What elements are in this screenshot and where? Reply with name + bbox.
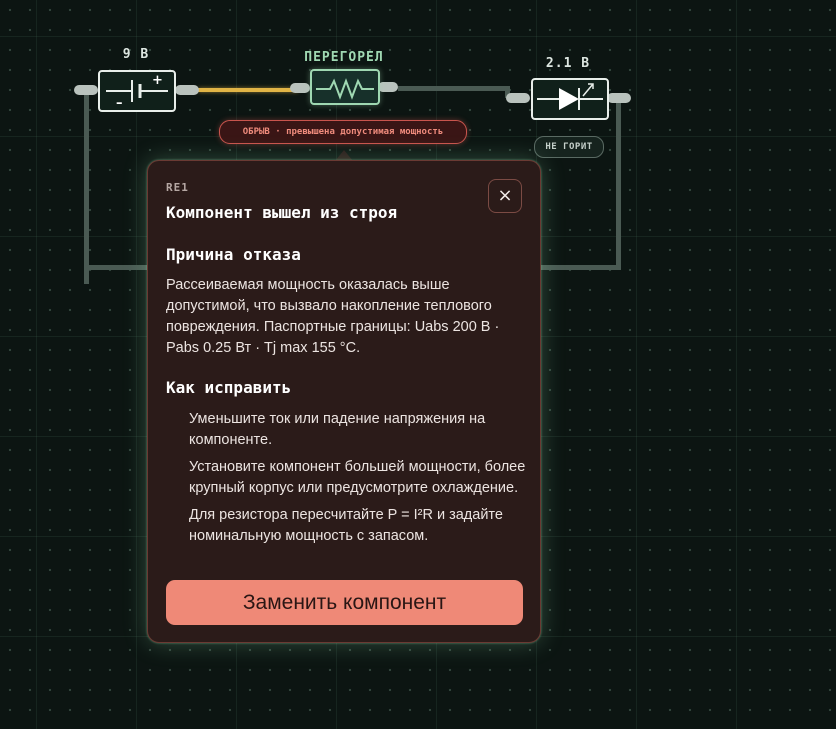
led-component[interactable]: [531, 78, 609, 120]
led-voltage-label: 2.1 В: [545, 56, 591, 71]
resistor-status-label: ПЕРЕГОРЕЛ: [304, 50, 384, 65]
resistor-component[interactable]: [310, 69, 380, 105]
popup-pointer: [335, 150, 353, 161]
wire-bottom-left: [84, 265, 150, 270]
battery-pin-left[interactable]: [74, 85, 98, 95]
fix-item: Уменьшите ток или падение напряжения на …: [189, 411, 486, 448]
wire-battery-resistor[interactable]: [198, 88, 298, 92]
svg-text:+: +: [152, 73, 163, 88]
fault-details-popup: RE1 Компонент вышел из строя × Причина о…: [147, 160, 541, 643]
svg-text:–: –: [116, 96, 123, 110]
resistor-icon: [316, 78, 374, 100]
led-icon: [537, 83, 603, 110]
component-ref: RE1: [166, 181, 189, 194]
battery-icon: + –: [106, 73, 168, 110]
close-button[interactable]: ×: [488, 179, 522, 213]
fix-heading: Как исправить: [166, 378, 292, 397]
battery-component[interactable]: + –: [98, 70, 176, 112]
fix-list: Уменьшите ток или падение напряжения на …: [189, 409, 529, 553]
wire-right-vertical: [616, 98, 621, 270]
close-icon: ×: [497, 185, 513, 206]
fault-banner: ОБРЫВ · превышена допустимая мощность: [219, 120, 467, 144]
cause-text: Рассеиваемая мощность оказалась выше доп…: [166, 277, 500, 356]
resistor-pin-left[interactable]: [290, 83, 310, 93]
wire-bottom-right: [540, 265, 621, 270]
wire-resistor-led[interactable]: [398, 86, 510, 91]
fix-item: Для резистора пересчитайте P = I²R и зад…: [189, 507, 503, 544]
battery-pin-right[interactable]: [175, 85, 199, 95]
led-pin-left[interactable]: [506, 93, 530, 103]
resistor-pin-right[interactable]: [378, 82, 398, 92]
battery-voltage-label: 9 В: [122, 47, 150, 62]
wire-left-vertical: [84, 90, 89, 284]
fix-item: Установите компонент большей мощности, б…: [189, 459, 526, 496]
replace-component-button[interactable]: Заменить компонент: [166, 580, 523, 625]
wire-led-down: [505, 86, 510, 98]
led-state-badge: НЕ ГОРИТ: [534, 136, 604, 158]
cause-heading: Причина отказа: [166, 245, 301, 264]
led-pin-right[interactable]: [607, 93, 631, 103]
popup-title: Компонент вышел из строя: [166, 203, 398, 222]
